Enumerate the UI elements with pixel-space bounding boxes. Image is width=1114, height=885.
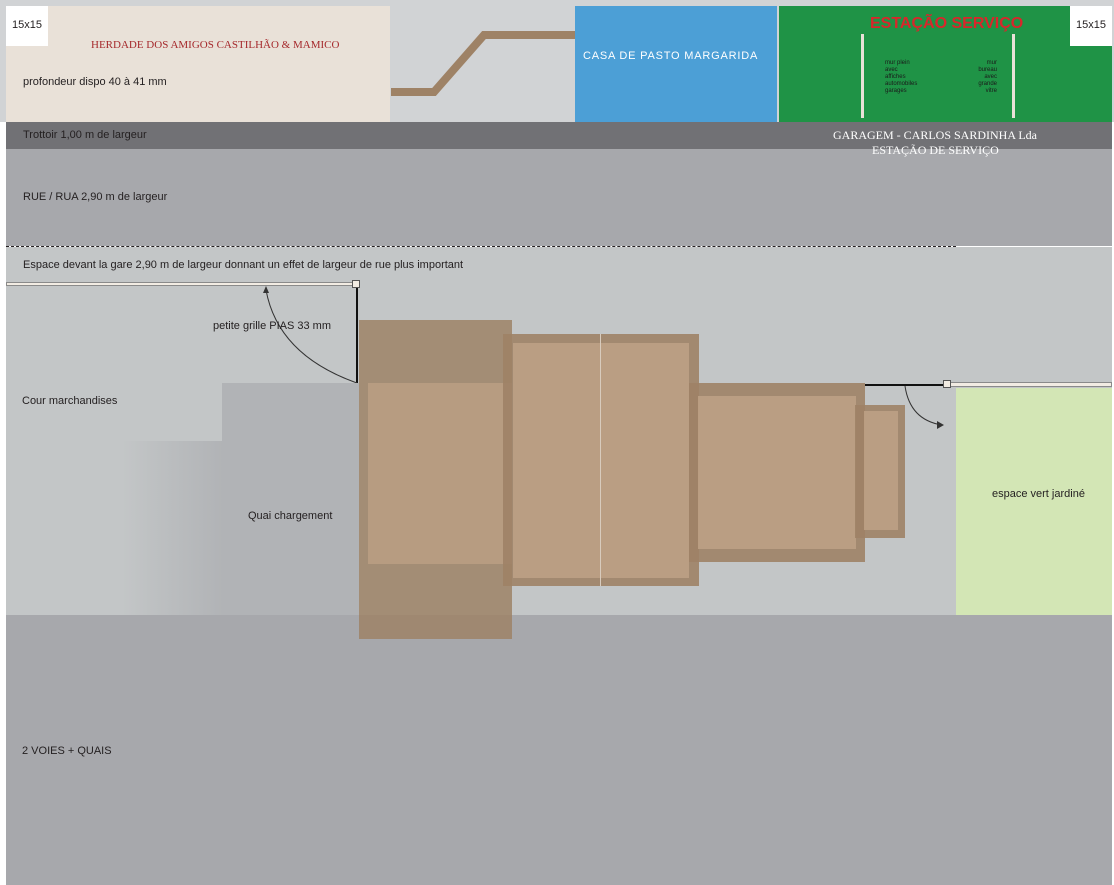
quai-gradient [122, 441, 223, 615]
herdade-depth-note: profondeur dispo 40 à 41 mm [23, 76, 167, 88]
herdade-name: HERDADE DOS AMIGOS CASTILHÃO & MAMICO [91, 39, 340, 51]
casa-de-pasto-building [575, 6, 777, 122]
marker-15x15-left: 15x15 [6, 6, 48, 46]
grille-label: petite grille PIAS 33 mm [213, 320, 331, 332]
path-line [391, 31, 575, 96]
estacao-building [779, 6, 1112, 122]
garagem-label-line1: GARAGEM - CARLOS SARDINHA Lda [833, 128, 1038, 142]
trottoir-strip [6, 122, 1112, 149]
rue-strip [6, 149, 1112, 246]
casa-de-pasto-name: CASA DE PASTO MARGARIDA [583, 50, 759, 62]
estacao-title: ESTAÇÃO SERVIÇO [870, 15, 1024, 32]
quai-chargement [222, 383, 359, 615]
espace-vert [956, 388, 1112, 615]
fence-right-post [943, 380, 951, 388]
station-center-inner [513, 343, 689, 578]
voies-area [6, 615, 1112, 885]
estacao-wall-right-text: mur bureau avec grande vitre [978, 60, 997, 94]
voies-label: 2 VOIES + QUAIS [22, 745, 112, 757]
dashed-line [6, 246, 956, 247]
rue-label: RUE / RUA 2,90 m de largeur [23, 191, 168, 203]
marker-15x15-right: 15x15 [1070, 6, 1112, 46]
fence-left-post [352, 280, 360, 288]
estacao-wall-left-text: mur plein avec affiches automobiles gara… [885, 60, 918, 94]
espace-gare-label: Espace devant la gare 2,90 m de largeur … [23, 259, 464, 271]
quai-label: Quai chargement [248, 510, 333, 522]
station-center-divider [600, 334, 601, 586]
station-annex-inner [864, 411, 898, 530]
estacao-wall-left-post [861, 34, 864, 118]
espace-vert-label: espace vert jardiné [992, 488, 1085, 500]
station-left-wing-inner [368, 383, 512, 564]
garagem-label-line2: ESTAÇÃO DE SERVIÇO [872, 143, 999, 157]
trottoir-label: Trottoir 1,00 m de largeur [23, 129, 147, 141]
station-right-wing-inner [698, 396, 856, 549]
cour-label: Cour marchandises [22, 395, 118, 407]
estacao-wall-right-post [1012, 34, 1015, 118]
herdade-building [6, 6, 390, 122]
